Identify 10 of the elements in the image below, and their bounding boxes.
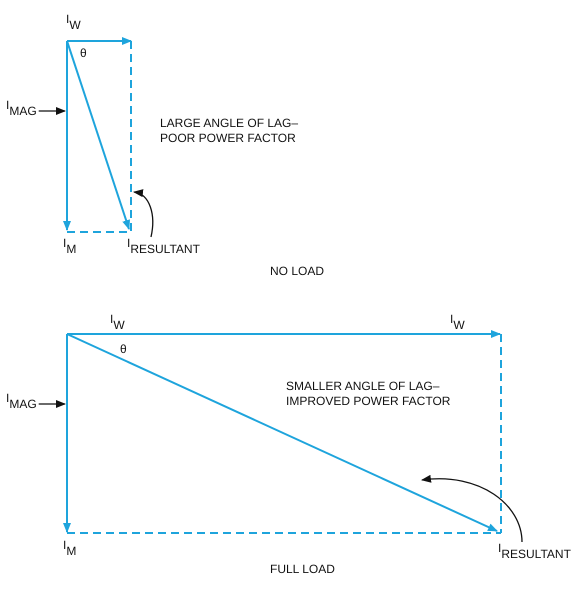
- note: LARGE ANGLE OF LAG– POOR POWER FACTOR: [160, 116, 300, 146]
- leader-line: [38, 107, 66, 115]
- note: SMALLER ANGLE OF LAG– IMPROVED POWER FACTOR: [286, 379, 452, 409]
- leader-line: [421, 475, 523, 542]
- caption: FULL LOAD: [270, 562, 335, 576]
- leader-line: [38, 400, 66, 408]
- leader-line: [133, 190, 154, 238]
- angle-symbol: θ: [80, 46, 87, 60]
- angle-symbol: θ: [120, 342, 127, 356]
- caption: NO LOAD: [270, 264, 324, 278]
